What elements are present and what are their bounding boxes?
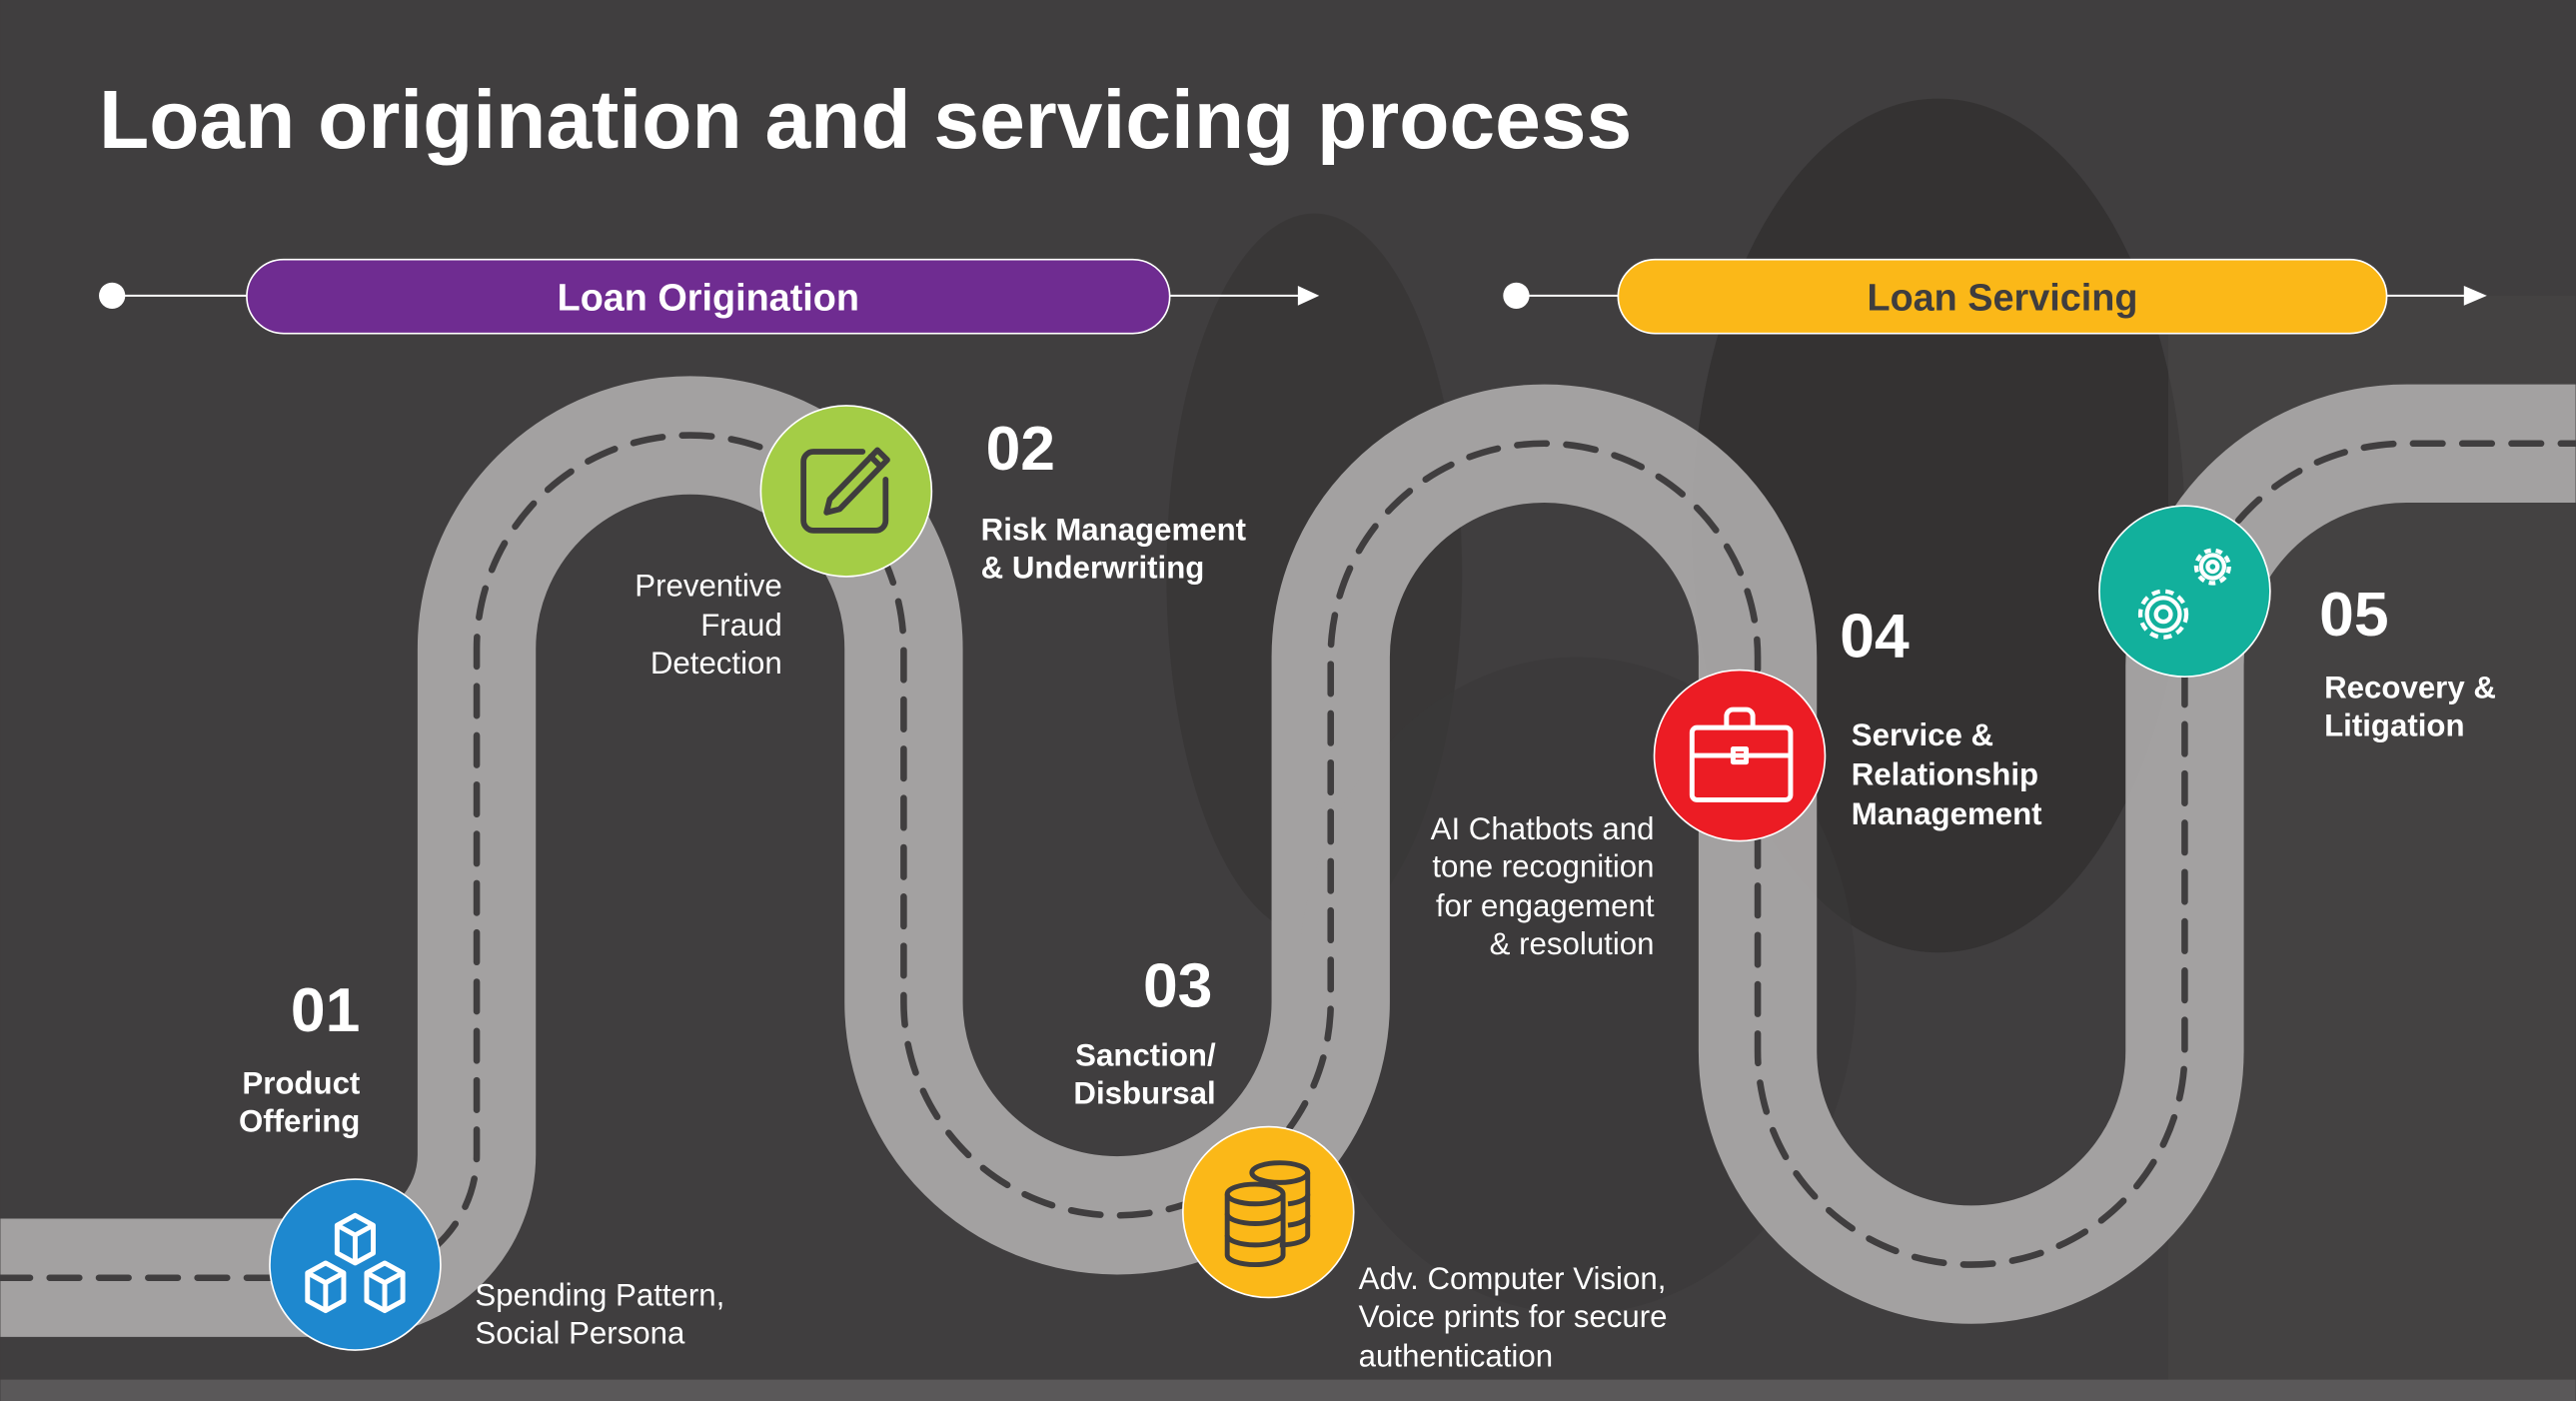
step-note: Adv. Computer Vision, xyxy=(1359,1261,1667,1296)
loan-origination-pill xyxy=(246,258,1171,335)
step-title: Litigation xyxy=(2324,707,2464,742)
step-number: 05 xyxy=(2319,580,2388,650)
step-title: Offering xyxy=(239,1103,360,1138)
arrow-icon xyxy=(2463,285,2487,306)
gears-icon xyxy=(2137,548,2231,640)
step-title: Sanction/ xyxy=(1075,1038,1216,1073)
step-note: Voice prints for secure xyxy=(1359,1299,1668,1334)
page-title: Loan origination and servicing process xyxy=(99,75,1632,166)
step-note: Social Persona xyxy=(475,1315,685,1350)
step-note: Fraud xyxy=(700,608,782,643)
winding-road xyxy=(0,376,2576,1337)
step-title: Product xyxy=(242,1066,361,1101)
briefcase-icon xyxy=(1689,706,1794,802)
step-02: 02 Risk Management & Underwriting Preven… xyxy=(635,405,1247,681)
step-05: 05 Recovery & Litigation xyxy=(2098,505,2496,742)
phase-label: Loan Origination xyxy=(558,278,859,320)
step-title: Disbursal xyxy=(1073,1076,1215,1111)
phase-origination: Loan Origination xyxy=(99,258,1320,335)
step-04: 04 Service & Relationship Management AI … xyxy=(1431,601,2043,960)
step-title: Risk Management xyxy=(981,513,1247,548)
step-number: 04 xyxy=(1840,601,1910,671)
step-01: 01 Product Offering Spending Pattern, So… xyxy=(239,975,724,1351)
loan-servicing-pill xyxy=(1617,258,2388,335)
step-circle xyxy=(2098,505,2271,678)
step-note: tone recognition xyxy=(1432,849,1654,884)
step-note: Detection xyxy=(650,646,782,681)
step-note: AI Chatbots and xyxy=(1431,811,1655,846)
step-title: Recovery & xyxy=(2324,671,2496,705)
edit-pencil-icon xyxy=(800,447,890,534)
step-03: 03 Sanction/ Disbursal Adv. Computer Vis… xyxy=(1073,951,1667,1374)
step-number: 01 xyxy=(291,975,360,1045)
step-note: authentication xyxy=(1359,1338,1553,1373)
step-note: Spending Pattern, xyxy=(475,1278,724,1313)
step-circle xyxy=(1181,1125,1355,1299)
step-title: Service & xyxy=(1852,717,1993,752)
phase-label: Loan Servicing xyxy=(1867,278,2137,320)
step-note: & resolution xyxy=(1490,926,1655,961)
phase-servicing: Loan Servicing xyxy=(1503,258,2487,335)
arrow-icon xyxy=(1297,285,1320,306)
step-number: 02 xyxy=(986,414,1055,484)
step-note: for engagement xyxy=(1436,888,1655,923)
step-note: Preventive xyxy=(635,569,782,604)
coins-stack-icon xyxy=(1224,1160,1311,1268)
cubes-icon xyxy=(305,1212,406,1314)
step-title: Management xyxy=(1852,796,2042,831)
step-circle xyxy=(759,405,933,578)
step-number: 03 xyxy=(1143,951,1212,1021)
step-title: & Underwriting xyxy=(981,551,1205,586)
road-dashes xyxy=(0,432,2576,1282)
step-title: Relationship xyxy=(1852,757,2038,792)
